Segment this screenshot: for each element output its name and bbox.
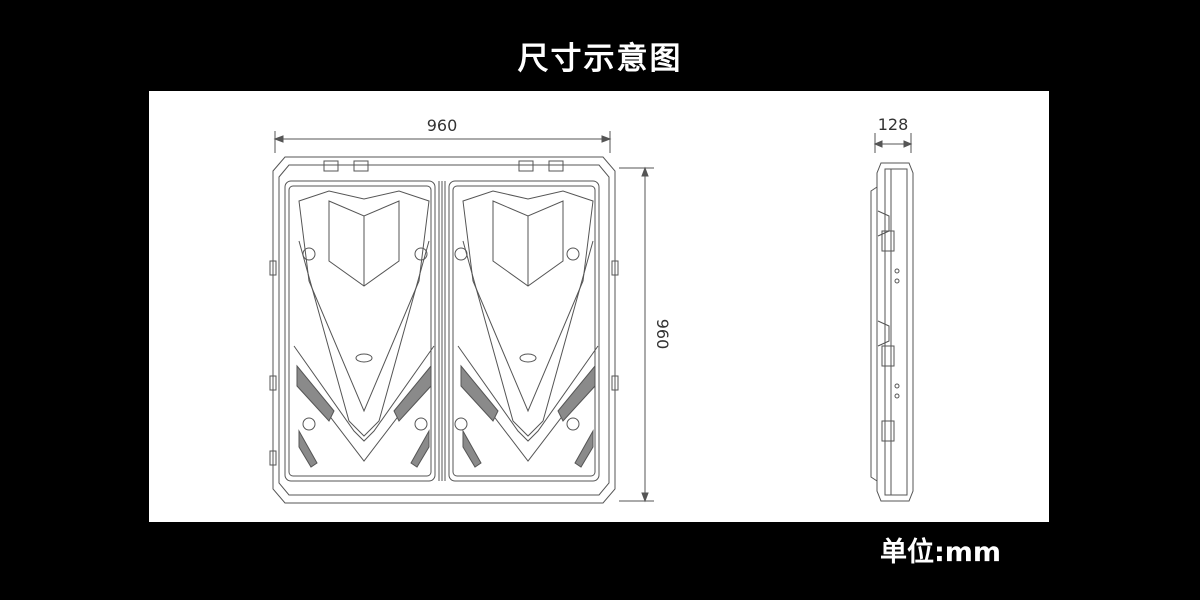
- depth-dimension-label: 128: [878, 115, 909, 134]
- cabinet-outline: [269, 156, 619, 504]
- side-profile: [870, 162, 914, 502]
- drawing-panel: 960 960: [149, 91, 1049, 522]
- height-dimension-line: [619, 166, 654, 503]
- front-view: 960 960: [269, 116, 672, 504]
- technical-drawing: 960 960: [269, 115, 914, 504]
- width-dimension-label: 960: [427, 116, 458, 135]
- width-dimension-line: [273, 131, 612, 153]
- left-module: [293, 190, 435, 468]
- right-module: [454, 190, 599, 468]
- height-dimension-label: 960: [653, 319, 672, 350]
- page-title: 尺寸示意图: [517, 41, 683, 77]
- depth-dimension-line: [873, 133, 913, 153]
- side-view: 128: [870, 115, 914, 502]
- unit-label: 单位:mm: [880, 537, 1002, 568]
